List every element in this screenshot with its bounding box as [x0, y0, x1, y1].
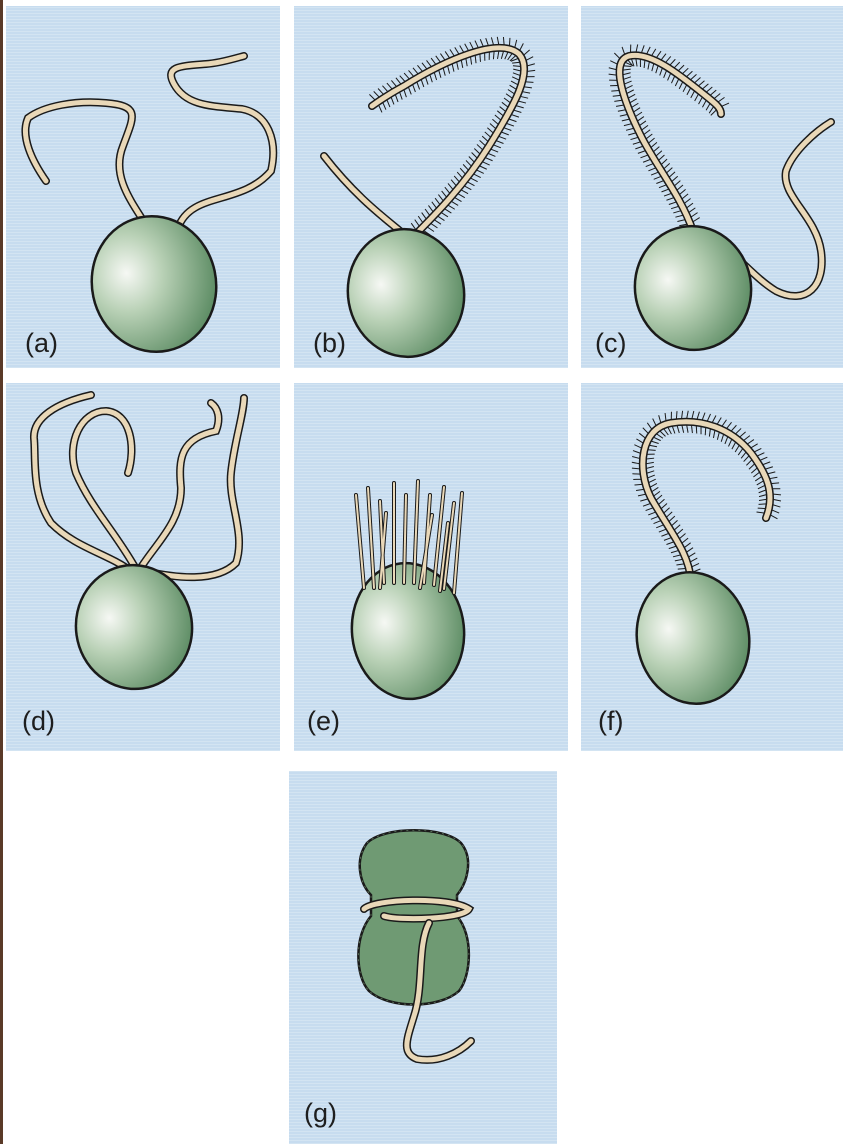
cell-illustration-c — [581, 6, 843, 368]
cell-illustration-e — [294, 383, 568, 751]
cell-illustration-d — [6, 383, 280, 751]
panel-d: (d) — [6, 383, 280, 751]
mastigonemes — [369, 37, 535, 239]
panel-e: (e) — [294, 383, 568, 751]
panel-label-e: (e) — [307, 706, 340, 737]
smooth-flagellum-b — [324, 156, 406, 236]
cell-illustration-f — [581, 383, 843, 751]
panel-label-g: (g) — [304, 1098, 337, 1129]
panel-label-a: (a) — [25, 328, 58, 359]
cell-illustration-a — [6, 6, 280, 368]
panel-label-d: (d) — [22, 706, 55, 737]
cell-illustration-g — [289, 771, 557, 1144]
panel-label-f: (f) — [598, 706, 623, 737]
panel-f: (f) — [581, 383, 843, 751]
left-border — [0, 0, 3, 1144]
hairy-flagellum-b — [369, 37, 535, 239]
panel-a: (a) — [6, 6, 280, 368]
panel-label-b: (b) — [313, 328, 346, 359]
hairy-flagellum-f — [632, 411, 781, 581]
panel-c: (c) — [581, 6, 843, 368]
cell-illustration-b — [294, 6, 568, 368]
cell-body-b — [338, 220, 474, 366]
flagella-d — [34, 395, 244, 577]
cell-body-a — [79, 205, 229, 364]
flagellum-a-1 — [25, 102, 148, 228]
flagellum-a-2 — [171, 56, 273, 228]
panel-b: (b) — [294, 6, 568, 368]
panel-g: (g) — [289, 771, 557, 1144]
hairy-flagellum-c — [609, 44, 729, 231]
panel-label-c: (c) — [595, 328, 626, 359]
cell-body-c — [625, 217, 761, 359]
cell-body-f — [626, 563, 759, 712]
